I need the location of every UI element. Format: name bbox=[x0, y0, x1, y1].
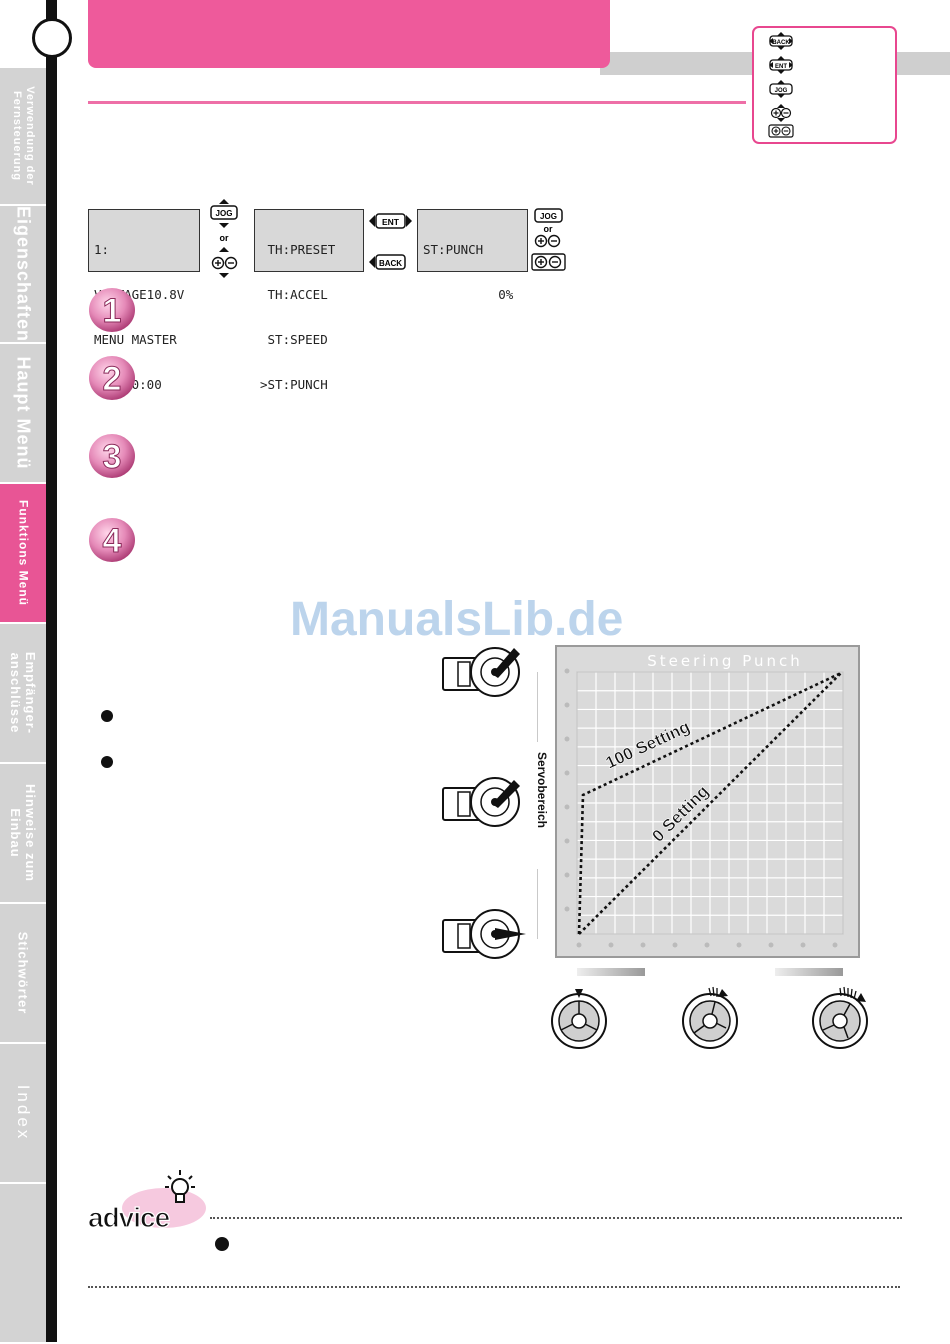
tab-eigenschaften[interactable]: Eigenschaften bbox=[0, 206, 46, 344]
line-0-setting bbox=[578, 672, 842, 935]
steering-punch-graph: Steering Punch 100 Setting 0 Setting bbox=[555, 645, 860, 958]
lcd-screen-menu: TH:PRESET TH:ACCEL ST:SPEED >ST:PUNCH bbox=[254, 209, 364, 392]
steering-wheel-icons bbox=[551, 986, 868, 1049]
step-number: 3 bbox=[103, 438, 122, 476]
step-3-badge: 3 bbox=[89, 434, 135, 478]
tab-haupt-menu[interactable]: Haupt Menü bbox=[0, 344, 46, 484]
ent-key-text: ENT bbox=[382, 217, 400, 227]
wheel-partial-icon bbox=[682, 986, 738, 1049]
step-1-badge: 1 bbox=[89, 288, 135, 332]
page-spine bbox=[46, 0, 57, 1342]
tab-empfaenger[interactable]: Empfänger- anschlüsse bbox=[0, 624, 46, 764]
button-legend: BACK ENT JOG bbox=[752, 26, 897, 144]
jog-or-plusminus-keys: JOG or bbox=[210, 199, 238, 278]
legend-jog-text: JOG bbox=[775, 88, 788, 94]
servo-illustrations bbox=[442, 647, 538, 959]
tab-label: Stichwörter bbox=[15, 931, 31, 1015]
lcd-line: ST:PUNCH bbox=[423, 242, 484, 257]
lcd-line: 0% bbox=[423, 287, 514, 302]
page-corner-circle bbox=[32, 18, 72, 58]
servo-axis-label-wrap: Servobereich bbox=[532, 740, 552, 840]
header-title-bar bbox=[88, 0, 610, 68]
lcd-line: MENU MASTER bbox=[94, 332, 177, 347]
tab-label: Verwendung der Fernsteuerung bbox=[11, 86, 36, 186]
lcd-line: TH:ACCEL bbox=[260, 287, 328, 302]
tab-label: Haupt Menü bbox=[13, 356, 34, 470]
lcd-screen-main: 1: VOLTAGE10.8V MENU MASTER OPT 00:00 bbox=[88, 209, 200, 392]
lcd-line: ST:SPEED bbox=[260, 332, 328, 347]
tab-label: Hinweise zum Einbau bbox=[8, 784, 38, 882]
lcd-line: TH:PRESET bbox=[260, 242, 336, 257]
step-number: 1 bbox=[103, 292, 122, 330]
tab-funktions-menu[interactable]: Funktions Menü bbox=[0, 484, 46, 624]
bottom-axis-bars bbox=[577, 968, 843, 976]
tab-label: Funktions Menü bbox=[16, 500, 31, 606]
wheel-center-icon bbox=[551, 989, 607, 1049]
wheel-full-icon bbox=[812, 986, 868, 1049]
servo-axis-label: Servobereich bbox=[535, 751, 549, 829]
graph-title: Steering Punch bbox=[647, 652, 803, 670]
tab-empty bbox=[0, 1184, 46, 1344]
graph-rivets bbox=[564, 668, 838, 948]
lcd-line: 1: bbox=[94, 242, 110, 257]
legend-ent-text: ENT bbox=[775, 64, 787, 70]
tab-stichwoerter[interactable]: Stichwörter bbox=[0, 904, 46, 1044]
tab-index[interactable]: Index bbox=[0, 1044, 46, 1184]
tab-label: Empfänger- anschlüsse bbox=[8, 651, 38, 735]
tab-verwendung[interactable]: Verwendung der Fernsteuerung bbox=[0, 68, 46, 206]
tab-label: Eigenschaften bbox=[13, 206, 34, 343]
advice-bullet bbox=[215, 1237, 229, 1251]
lightbulb-icon bbox=[165, 1170, 195, 1203]
or-text: or bbox=[220, 233, 229, 243]
lcd-screen-punch: ST:PUNCH 0% bbox=[417, 209, 528, 302]
jog-key-text: JOG bbox=[540, 212, 557, 221]
step-number: 4 bbox=[103, 522, 122, 560]
advice-logo: advice bbox=[87, 1170, 206, 1234]
watermark: ManualsLib.de bbox=[290, 593, 624, 646]
step-4-badge: 4 bbox=[89, 518, 135, 562]
tab-label: Index bbox=[14, 1084, 33, 1142]
bullet-dot bbox=[101, 710, 113, 722]
advice-dotted-rule bbox=[210, 1217, 902, 1219]
servo-icon bbox=[442, 777, 520, 827]
line-100-setting bbox=[577, 671, 842, 935]
or-text: or bbox=[544, 224, 553, 234]
lcd-line: >ST:PUNCH bbox=[260, 377, 328, 392]
servo-icon bbox=[442, 647, 520, 697]
step-number: 2 bbox=[103, 360, 122, 398]
ent-back-keys: ENT BACK bbox=[369, 213, 412, 270]
legend-icons: BACK ENT JOG bbox=[768, 32, 794, 138]
tab-hinweise[interactable]: Hinweise zum Einbau bbox=[0, 764, 46, 904]
bullet-dot bbox=[101, 756, 113, 768]
legend-back-text: BACK bbox=[772, 40, 790, 46]
servo-icon bbox=[442, 909, 526, 959]
jog-or-plusminus-keys-right: JOG or bbox=[531, 208, 566, 271]
step-2-badge: 2 bbox=[89, 356, 135, 400]
advice-dotted-rule-bottom bbox=[88, 1286, 900, 1288]
back-key-text: BACK bbox=[379, 259, 402, 268]
section-rule bbox=[88, 101, 746, 104]
advice-label: advice bbox=[88, 1202, 170, 1233]
jog-key-text: JOG bbox=[216, 209, 233, 218]
